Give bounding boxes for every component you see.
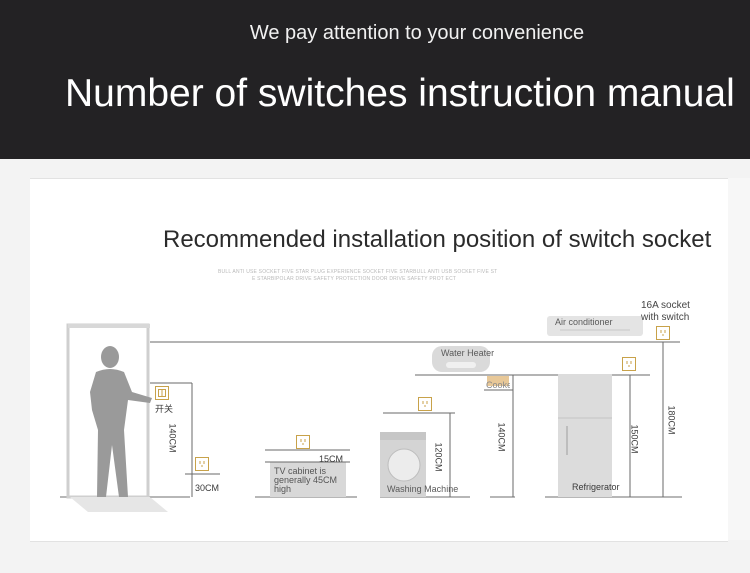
socket-switch-label-1: 16A socket (641, 300, 690, 311)
refrigerator-shape (558, 374, 612, 497)
fine-print-line-2: E STARBIPOLAR DRIVE SAFETY PROTECTION DO… (252, 276, 457, 282)
height-120: 120CM (433, 442, 444, 472)
tv-cabinet-note: TV cabinet is generally 45CM high (274, 466, 338, 494)
socket-icon (296, 435, 310, 449)
height-150: 150CM (629, 424, 640, 454)
socket-icon (195, 457, 209, 471)
height-180: 180CM (666, 405, 677, 435)
door-top (68, 324, 150, 328)
socket-with-switch-icon (656, 326, 670, 340)
switch-label: 开关 (155, 404, 174, 414)
height-15: 15CM (319, 454, 344, 464)
height-30: 30CM (195, 483, 220, 493)
socket-icon (418, 397, 432, 411)
person-silhouette (90, 346, 152, 497)
washing-machine-shape (380, 432, 426, 497)
hero-title: Number of switches instruction manual (65, 72, 735, 115)
air-conditioner-label: Air conditioner (555, 317, 613, 327)
height-140-switch: 140CM (167, 423, 178, 453)
hero-subtitle: We pay attention to your convenience (249, 22, 585, 44)
refrigerator-label: Refrigerator (572, 482, 620, 492)
door-shadow (70, 497, 168, 512)
washing-machine-label: Washing Machine (387, 484, 459, 494)
cooker-hood-label: Cooker hood (486, 380, 510, 390)
hero-banner: We pay attention to your convenience Num… (0, 0, 750, 159)
air-conditioner-shape (547, 316, 643, 336)
socket-icon (622, 357, 636, 371)
water-heater-label: Water Heater (441, 348, 495, 358)
tv-cabinet (270, 462, 346, 497)
fine-print-line-1: BULL ANTI USE SOCKET FIVE STAR PLUG EXPE… (218, 269, 498, 275)
socket-switch-label-2: with switch (641, 312, 690, 323)
switch-icon (155, 386, 169, 400)
height-140-kitchen: 140CM (496, 422, 507, 452)
section-title: Recommended installation position of swi… (163, 226, 712, 253)
panel-side-shade (728, 178, 750, 540)
hood-shape (487, 376, 509, 386)
